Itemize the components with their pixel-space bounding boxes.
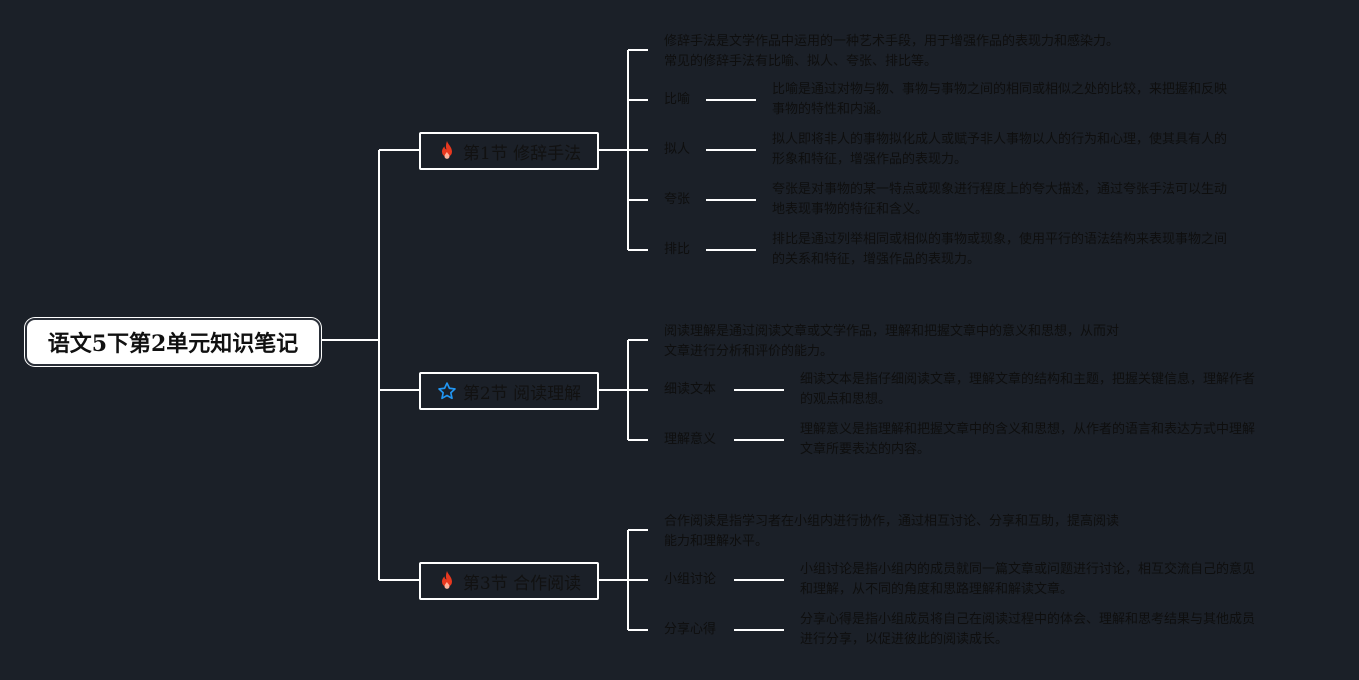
subtopic-label[interactable]: 理解意义 — [664, 432, 717, 447]
star-icon — [437, 381, 457, 401]
subtopic-description: 拟人即将非人的事物拟化成人或赋予非人事物以人的行为和心理，使其具有人的 形象和特… — [772, 132, 1228, 167]
section-topic[interactable]: 第1节 修辞手法 — [419, 132, 599, 170]
subtopic-label[interactable]: 拟人 — [664, 142, 691, 157]
subtopic-description: 夸张是对事物的某一特点或现象进行程度上的夸大描述，通过夸张手法可以生动 地表现事… — [772, 182, 1228, 217]
section-title: 第2节 阅读理解 — [462, 383, 582, 404]
subtopic-label[interactable]: 细读文本 — [664, 382, 717, 397]
section-topic[interactable]: 第3节 合作阅读 — [419, 562, 599, 600]
subtopic-description: 理解意义是指理解和把握文章中的含义和思想，从作者的语言和表达方式中理解 文章所要… — [800, 422, 1256, 457]
subtopic-description: 分享心得是指小组成员将自己在阅读过程中的体会、理解和思考结果与其他成员 进行分享… — [800, 612, 1256, 647]
subtopic-label[interactable]: 小组讨论 — [664, 572, 717, 587]
section-description: 合作阅读是指学习者在小组内进行协作，通过相互讨论、分享和互助，提高阅读 能力和理… — [664, 514, 1120, 549]
subtopic-label[interactable]: 夸张 — [664, 192, 691, 207]
fire-icon — [437, 570, 457, 592]
subtopic-description: 比喻是通过对物与物、事物与事物之间的相同或相似之处的比较，来把握和反映 事物的特… — [772, 82, 1228, 117]
subtopic-description: 小组讨论是指小组内的成员就同一篇文章或问题进行讨论，相互交流自己的意见 和理解，… — [800, 562, 1256, 597]
section-description: 阅读理解是通过阅读文章或文学作品，理解和把握文章中的意义和思想，从而对 文章进行… — [664, 324, 1120, 359]
subtopic-description: 排比是通过列举相同或相似的事物或现象，使用平行的语法结构来表现事物之间 的关系和… — [772, 232, 1228, 267]
subtopic-label[interactable]: 分享心得 — [664, 622, 717, 637]
root-title: 语文5下第2单元知识笔记 — [47, 331, 299, 357]
section-title: 第3节 合作阅读 — [462, 573, 582, 594]
subtopic-label[interactable]: 比喻 — [664, 92, 691, 107]
section-topic[interactable]: 第2节 阅读理解 — [419, 372, 599, 410]
subtopic-description: 细读文本是指仔细阅读文章，理解文章的结构和主题，把握关键信息，理解作者 的观点和… — [800, 372, 1256, 407]
root-topic[interactable]: 语文5下第2单元知识笔记 — [25, 318, 321, 366]
section-title: 第1节 修辞手法 — [462, 143, 582, 164]
subtopic-label[interactable]: 排比 — [664, 242, 691, 257]
fire-icon — [437, 140, 457, 162]
section-description: 修辞手法是文学作品中运用的一种艺术手段，用于增强作品的表现力和感染力。 常见的修… — [664, 34, 1120, 69]
